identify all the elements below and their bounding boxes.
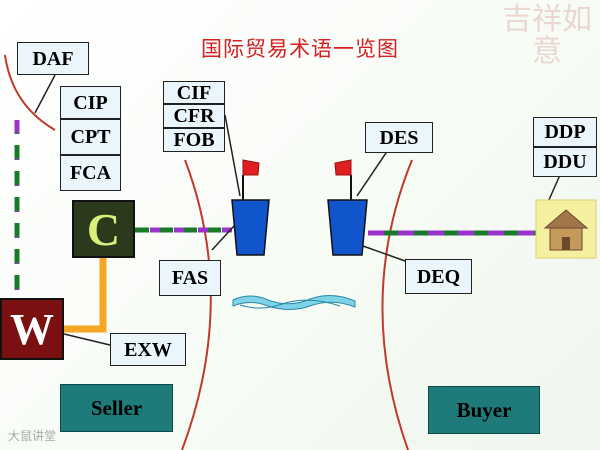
seller-box: Seller <box>60 384 173 432</box>
term-cfr: CFR <box>163 104 225 128</box>
pointer-exw <box>63 333 111 346</box>
water-waves-2 <box>239 299 341 309</box>
buyer-box: Buyer <box>428 386 540 434</box>
house-door <box>562 237 570 250</box>
term-des: DES <box>365 122 433 153</box>
pointer-deq <box>362 245 409 263</box>
warehouse-node: W <box>0 298 64 360</box>
term-cpt: CPT <box>60 119 121 155</box>
right-flag <box>334 159 352 176</box>
auspicious-watermark: 吉祥如意 <box>502 2 592 69</box>
term-fas: FAS <box>159 260 221 296</box>
pointer-des <box>356 149 389 197</box>
right-ship-hull <box>327 199 368 256</box>
carrier-node: C <box>72 200 135 258</box>
pointer-daf <box>34 74 56 114</box>
term-fca: FCA <box>60 155 121 191</box>
daf-border-curve <box>4 54 56 131</box>
seller-coastline <box>181 159 212 450</box>
term-exw: EXW <box>110 333 186 366</box>
term-deq: DEQ <box>405 259 472 294</box>
diagram-title: 国际贸易术语一览图 <box>201 37 399 61</box>
term-cif: CIF <box>163 81 225 104</box>
pointer-cif <box>224 114 241 197</box>
term-ddp: DDP <box>533 117 597 147</box>
source-watermark: 大鼠讲堂 <box>8 429 57 443</box>
pointer-ddp <box>547 174 561 203</box>
orange-link <box>64 258 107 333</box>
term-cip: CIP <box>60 86 121 119</box>
water-waves <box>232 295 356 310</box>
pointer-fas <box>211 225 235 251</box>
term-fob: FOB <box>163 128 225 152</box>
term-daf: DAF <box>17 42 89 75</box>
left-ship-hull <box>231 199 270 256</box>
buyer-coastline <box>381 159 413 450</box>
left-flag <box>242 159 260 176</box>
term-ddu: DDU <box>533 147 597 177</box>
